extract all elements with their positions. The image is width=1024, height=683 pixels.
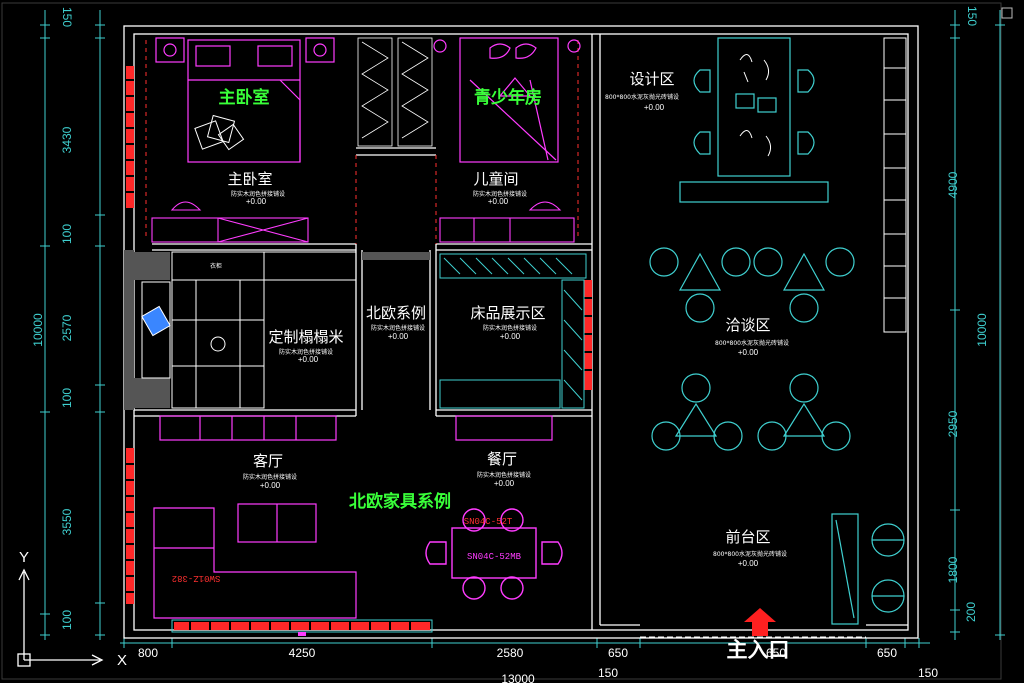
dim-left-100b: 100: [60, 388, 74, 408]
dim-bottom-2580: 2580: [497, 646, 524, 660]
bed-display-label: 床品展示区: [470, 304, 545, 322]
dim-left-3550: 3550: [60, 508, 74, 535]
ucs-axis-icon: [17, 568, 104, 667]
dim-left-100c: 100: [60, 610, 74, 630]
bed-display-cabinets: [439, 253, 587, 409]
master-bedroom-title: 主卧室: [219, 87, 270, 108]
dim-bottom-13000: 13000: [501, 672, 535, 683]
dim-bottom-650c: 650: [766, 646, 786, 660]
master-bedroom-note: 防实木润色拼接铺设: [231, 190, 285, 198]
reception-note: 800*800水泥灰抛光砖铺设: [713, 550, 787, 558]
teen-bed: [433, 37, 581, 163]
teen-desk: [439, 201, 575, 243]
dim-right-150: 150: [965, 6, 979, 26]
reception-label: 前台区: [725, 528, 770, 546]
bed-display-note: 防实木润色拼接铺设: [483, 324, 537, 332]
tatami-cabinet-label: 衣柜: [210, 262, 222, 270]
dining-model-2: SN04C-52T: [464, 517, 513, 527]
master-pillows: [194, 114, 245, 151]
dim-bottom-650b: 650: [877, 646, 897, 660]
master-bedroom-elev: +0.00: [246, 197, 267, 206]
bed-display-elev: +0.00: [500, 332, 521, 341]
entrance-arrow: [744, 608, 776, 636]
teen-room-elev: +0.00: [488, 197, 509, 206]
dining-elev: +0.00: [494, 479, 515, 488]
master-bedroom-label: 主卧室: [227, 170, 272, 188]
tatami-elev: +0.00: [298, 355, 319, 364]
design-zone-label: 设计区: [629, 70, 674, 88]
axis-y-label: Y: [19, 549, 29, 566]
corridor-dashes: [145, 40, 579, 244]
reception-elev: +0.00: [738, 559, 759, 568]
dim-right-4900: 4900: [946, 171, 960, 198]
dining-model: SN04C-52MB: [467, 552, 522, 562]
teen-room-label: 儿童间: [473, 170, 518, 188]
negotiation-note: 800*800水泥灰抛光砖铺设: [715, 339, 789, 347]
dining-label: 餐厅: [487, 450, 517, 468]
dim-left-2570: 2570: [60, 314, 74, 341]
tatami-note: 防实木润色拼接铺设: [279, 348, 333, 356]
dim-bottom-150a: 150: [598, 666, 618, 680]
living-note: 防实木润色拼接铺设: [243, 473, 297, 481]
dim-left-10000: 10000: [31, 313, 45, 347]
wardrobe-hatch: [357, 37, 433, 147]
nordic-note: 防实木润色拼接铺设: [371, 324, 425, 332]
design-zone-shelves: [883, 37, 907, 333]
teen-room-title: 青少年房: [474, 87, 542, 108]
master-desk: [151, 201, 309, 243]
dining-note: 防实木润色拼接铺设: [477, 471, 531, 479]
dim-bottom-4250: 4250: [289, 646, 316, 660]
design-zone-plants: [739, 54, 772, 157]
tatami-label: 定制榻榻米: [268, 328, 343, 346]
living-furniture: [153, 415, 553, 619]
dim-bottom-150b: 150: [918, 666, 938, 680]
negotiation-elev: +0.00: [738, 348, 759, 357]
wall-hatching: [124, 250, 430, 410]
living-elev: +0.00: [260, 481, 281, 490]
dim-right-200: 200: [964, 602, 978, 622]
teen-room-note: 防实木润色拼接铺设: [473, 190, 527, 198]
dim-left-150: 150: [60, 7, 74, 27]
tatami-platform: [141, 251, 357, 409]
negotiation-tables: [649, 247, 855, 451]
dim-left-3430: 3430: [60, 126, 74, 153]
dim-right-1800: 1800: [946, 556, 960, 583]
nordic-series-title: 北欧家具系例: [349, 491, 451, 512]
reception-counter: [831, 513, 905, 625]
window-marker-ticks: [126, 79, 592, 630]
design-zone-note: 800*800水泥灰抛光砖铺设: [605, 93, 679, 101]
living-label: 客厅: [253, 452, 283, 470]
dim-right-10000: 10000: [975, 313, 989, 347]
living-sofa-model: SW01Z-382: [172, 573, 221, 583]
entrance-label: 主入口: [727, 638, 790, 662]
design-zone-table: [679, 37, 829, 203]
dim-right-2950: 2950: [946, 410, 960, 437]
nordic-label: 北欧系例: [366, 304, 426, 322]
dim-left-100a: 100: [60, 224, 74, 244]
dining-set: [425, 508, 563, 600]
dim-bottom-800: 800: [138, 646, 158, 660]
dimension-lines: [40, 10, 1005, 648]
dim-bottom-650a: 650: [608, 646, 628, 660]
axis-x-label: X: [117, 652, 127, 669]
design-zone-elev: +0.00: [644, 103, 665, 112]
nordic-elev: +0.00: [388, 332, 409, 341]
negotiation-label: 洽谈区: [725, 316, 770, 334]
master-bed: [155, 37, 335, 163]
